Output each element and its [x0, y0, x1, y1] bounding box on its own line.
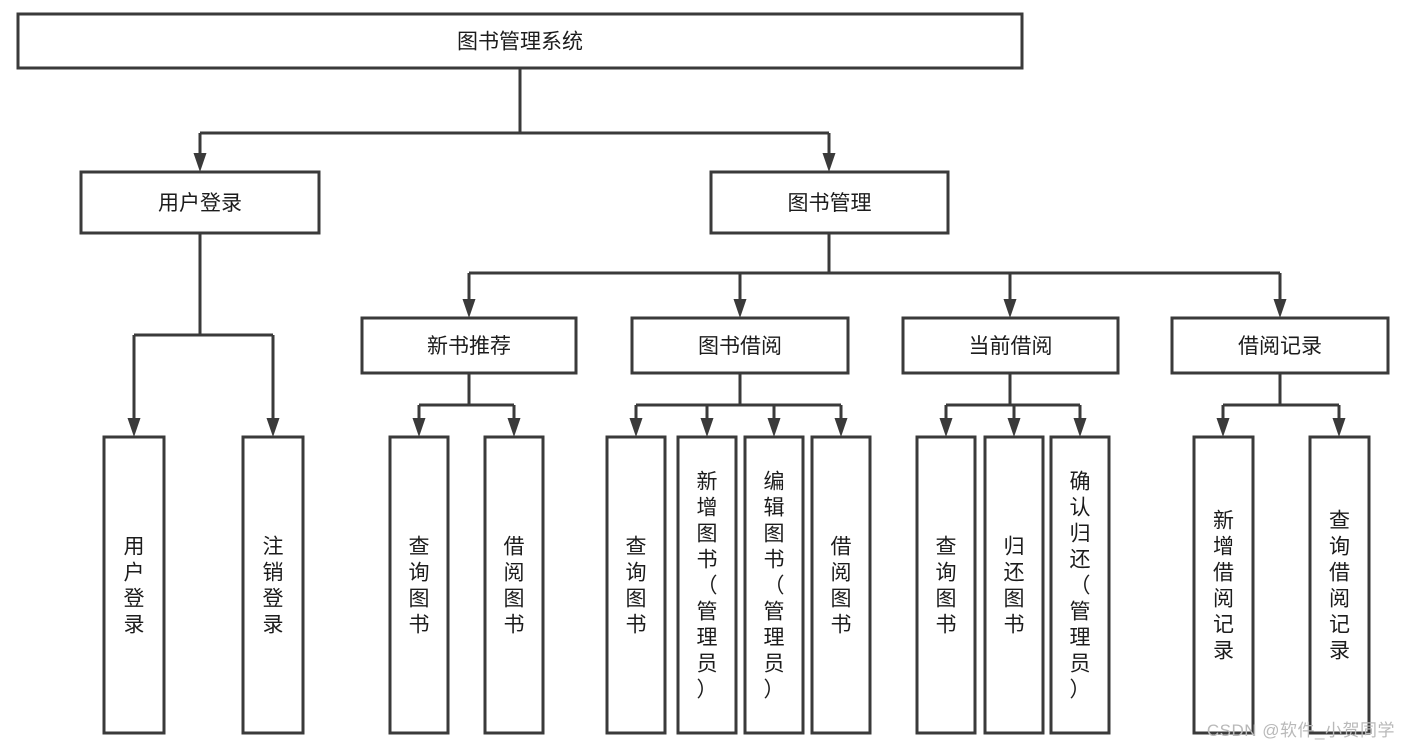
connector-group-book-borrow-to-leaves [629, 373, 848, 437]
node-box[interactable] [630, 316, 850, 375]
node-leaf-query-borrow-record[interactable]: 查询借阅记录 [1308, 435, 1371, 735]
node-leaf-query-book-recommend[interactable]: 查询图书 [388, 435, 450, 735]
arrow-head-icon [507, 418, 521, 437]
arrow-head-icon [1007, 418, 1021, 437]
node-box[interactable] [1049, 435, 1111, 735]
connector-group-book-management-to-level2 [462, 233, 1287, 318]
node-book-borrow[interactable]: 图书借阅 [630, 316, 850, 375]
node-label: 查询借阅记录 [1329, 509, 1350, 662]
arrow-head-icon [822, 153, 836, 172]
node-leaf-logout[interactable]: 注销登录 [241, 435, 305, 735]
node-box[interactable] [16, 12, 1024, 70]
connector-group-current-borrow-to-leaves [939, 373, 1087, 437]
node-leaf-query-book-borrow[interactable]: 查询图书 [605, 435, 667, 735]
node-label: 查询图书 [409, 535, 430, 636]
node-box[interactable] [1308, 435, 1371, 735]
node-new-book-recommend[interactable]: 新书推荐 [360, 316, 578, 375]
node-root[interactable]: 图书管理系统 [16, 12, 1024, 70]
node-box[interactable] [709, 170, 950, 235]
node-box[interactable] [983, 435, 1045, 735]
node-box[interactable] [1192, 435, 1255, 735]
connector-group-root-to-level1 [193, 68, 836, 172]
node-label: 当前借阅 [969, 335, 1053, 358]
node-label: 借阅记录 [1238, 335, 1322, 358]
arrow-head-icon [1332, 418, 1346, 437]
node-leaf-edit-book[interactable]: 编辑图书（管理员） [743, 435, 805, 735]
node-current-borrow[interactable]: 当前借阅 [901, 316, 1120, 375]
node-leaf-return-book[interactable]: 归还图书 [983, 435, 1045, 735]
node-label: 新书推荐 [427, 335, 511, 358]
arrow-head-icon [939, 418, 953, 437]
arrow-head-icon [834, 418, 848, 437]
node-book-management[interactable]: 图书管理 [709, 170, 950, 235]
node-box[interactable] [743, 435, 805, 735]
connector-group-user-login-to-leaves [127, 233, 280, 437]
connector-group-borrow-record-to-leaves [1216, 373, 1346, 437]
arrow-head-icon [193, 153, 207, 172]
node-box[interactable] [810, 435, 872, 735]
node-label: 图书管理系统 [457, 31, 583, 54]
node-leaf-add-borrow-record[interactable]: 新增借阅记录 [1192, 435, 1255, 735]
node-label: 借阅图书 [504, 535, 525, 636]
node-box[interactable] [79, 170, 321, 235]
node-box[interactable] [676, 435, 738, 735]
node-box[interactable] [605, 435, 667, 735]
node-leaf-add-book[interactable]: 新增图书（管理员） [676, 435, 738, 735]
arrow-head-icon [1216, 418, 1230, 437]
arrow-head-icon [629, 418, 643, 437]
arrow-head-icon [700, 418, 714, 437]
node-box[interactable] [241, 435, 305, 735]
node-label: 查询图书 [936, 535, 957, 636]
node-leaf-query-book-current[interactable]: 查询图书 [915, 435, 977, 735]
node-leaf-user-login[interactable]: 用户登录 [102, 435, 166, 735]
node-leaf-borrow-book-recommend[interactable]: 借阅图书 [483, 435, 545, 735]
node-box[interactable] [483, 435, 545, 735]
node-label: 确认归还（管理员） [1070, 470, 1091, 701]
arrow-head-icon [462, 299, 476, 318]
node-label: 图书管理 [788, 192, 872, 215]
arrow-head-icon [1073, 418, 1087, 437]
node-label: 查询图书 [626, 535, 647, 636]
node-box[interactable] [901, 316, 1120, 375]
node-box[interactable] [915, 435, 977, 735]
node-label: 借阅图书 [831, 535, 852, 636]
connector-group-new-book-recommend-to-leaves [412, 373, 521, 437]
nodes-layer: 图书管理系统用户登录图书管理新书推荐图书借阅当前借阅借阅记录用户登录注销登录查询… [16, 12, 1390, 735]
node-label: 归还图书 [1004, 535, 1025, 636]
node-label: 注销登录 [263, 535, 284, 636]
node-label: 新增借阅记录 [1213, 509, 1234, 662]
arrow-head-icon [1003, 299, 1017, 318]
arrow-head-icon [1273, 299, 1287, 318]
node-label: 编辑图书（管理员） [764, 470, 785, 701]
arrow-head-icon [127, 418, 141, 437]
arrow-head-icon [733, 299, 747, 318]
node-box[interactable] [1170, 316, 1390, 375]
node-leaf-confirm-return[interactable]: 确认归还（管理员） [1049, 435, 1111, 735]
node-box[interactable] [388, 435, 450, 735]
node-box[interactable] [360, 316, 578, 375]
arrow-head-icon [412, 418, 426, 437]
node-user-login[interactable]: 用户登录 [79, 170, 321, 235]
node-borrow-record[interactable]: 借阅记录 [1170, 316, 1390, 375]
node-label: 图书借阅 [698, 335, 782, 358]
connectors-layer [127, 68, 1346, 437]
node-leaf-borrow-book[interactable]: 借阅图书 [810, 435, 872, 735]
arrow-head-icon [266, 418, 280, 437]
arrow-head-icon [767, 418, 781, 437]
node-box[interactable] [102, 435, 166, 735]
node-label: 用户登录 [158, 192, 242, 215]
node-label: 新增图书（管理员） [697, 470, 718, 701]
node-label: 用户登录 [124, 535, 145, 636]
